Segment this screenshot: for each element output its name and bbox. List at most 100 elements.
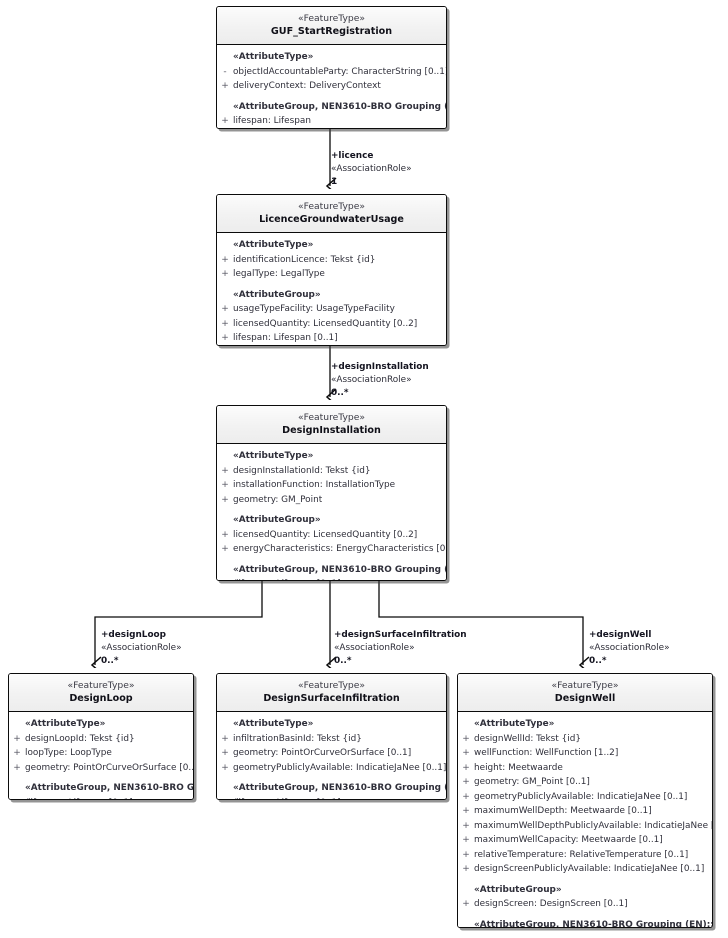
attribute-signature: designScreenPubliclyAvailable: Indicatie… (474, 864, 705, 874)
association-label-assoc-designinstallation[interactable]: +designInstallation«AssociationRole»0..* (331, 361, 429, 400)
attribute-visibility: + (462, 806, 470, 816)
attribute-row[interactable]: +geometry: GM_Point (217, 493, 446, 508)
association-label-assoc-designwell[interactable]: +designWell«AssociationRole»0..* (589, 629, 670, 668)
attribute-visibility: + (221, 333, 229, 343)
association-role-name: +licence (331, 151, 374, 161)
attribute-group-label: «AttributeType» (25, 719, 106, 729)
attribute-signature: relativeTemperature: RelativeTemperature… (474, 849, 689, 860)
uml-class-designwell[interactable]: «FeatureType»DesignWell«AttributeType»+d… (457, 673, 713, 928)
attribute-row[interactable]: +installationFunction: InstallationType (217, 478, 446, 493)
attribute-row[interactable]: +loopType: LoopType (9, 746, 193, 761)
class-stereotype: «FeatureType» (297, 13, 366, 24)
attribute-visibility: + (221, 269, 229, 279)
attribute-row[interactable]: +geometry: PointOrCurveOrSurface [0..1] (217, 746, 446, 761)
association-label-assoc-designsurfaceinfiltration[interactable]: +designSurfaceInfiltration«AssociationRo… (334, 629, 467, 668)
association-role-name: +designLoop (101, 630, 167, 640)
class-header-designsurfaceinfiltration: «FeatureType» DesignSurfaceInfiltration (217, 674, 446, 712)
attribute-row[interactable]: +designLoopId: Tekst {id} (9, 732, 193, 747)
attribute-visibility: + (221, 748, 229, 758)
attribute-signature: /lifespan: Lifespan [0..1] (233, 577, 341, 580)
attribute-row[interactable]: -objectIdAccountableParty: CharacterStri… (217, 65, 446, 80)
attribute-row[interactable]: +designWellId: Tekst {id} (458, 732, 712, 747)
attribute-signature: lifespan: Lifespan (233, 116, 311, 126)
attribute-row[interactable]: +designInstallationId: Tekst {id} (217, 464, 446, 479)
attribute-visibility: + (462, 791, 470, 802)
uml-class-designinstallation[interactable]: «FeatureType» DesignInstallation «Attribut… (216, 405, 447, 581)
attribute-row[interactable]: + relativeTemperature: RelativeTemperatur… (458, 848, 712, 863)
attribute-visibility: + (221, 733, 229, 744)
attribute-group-label: «AttributeGroup, NEN3610-BRO Grouping (E… (233, 783, 446, 793)
attribute-row[interactable]: +geometry: GM_Point [0..1] (458, 775, 712, 790)
attribute-visibility: + (462, 835, 470, 845)
attribute-row[interactable]: +/lifespan: Lifespan [0..1] (217, 577, 446, 580)
association-label-assoc-designloop[interactable]: +designLoop«AssociationRole»0..* (101, 629, 182, 668)
attribute-group-label: «AttributeType» (233, 52, 314, 62)
attribute-signature: deliveryContext: DeliveryContext (233, 81, 381, 91)
attribute-row[interactable]: + geometryPubliclyAvailable: IndicatieJaN… (458, 790, 712, 805)
attribute-row[interactable]: +geometryPubliclyAvailable: IndicatieJaN… (217, 761, 446, 776)
attribute-row[interactable]: + lifespan: Lifespan [0..1] (217, 331, 446, 345)
attribute-signature: licensedQuantity: LicensedQuantity [0..2… (233, 529, 418, 540)
class-stereotype: «FeatureType» (551, 680, 619, 691)
attribute-visibility: + (221, 494, 229, 505)
attribute-visibility: + (217, 577, 233, 580)
attribute-visibility: + (221, 529, 229, 540)
class-header-designwell: «FeatureType»DesignWell (458, 674, 712, 712)
attribute-row[interactable]: +designScreenPubliclyAvailable: Indicati… (458, 862, 712, 877)
attribute-row[interactable]: +energyCharacteristics: EnergyCharacteri… (217, 542, 446, 557)
attribute-signature: licensedQuantity: LicensedQuantity [0..2… (233, 318, 418, 329)
attribute-visibility: + (221, 304, 229, 314)
attribute-row[interactable]: +maximumWellCapacity: Meetwaarde [0..1] (458, 833, 712, 848)
attribute-row[interactable]: +/lifespan: Lifespan [0..1] (217, 796, 446, 800)
class-name: DesignSurfaceInfiltration (263, 693, 400, 704)
attribute-row[interactable]: + licensedQuantity: LicensedQuantity [0..… (217, 528, 446, 543)
attribute-visibility: + (221, 116, 229, 126)
attribute-row[interactable]: +designScreen: DesignScreen [0..1] (458, 897, 712, 912)
attribute-signature: maximumWellDepth: Meetwaarde [0..1] (474, 806, 652, 816)
uml-class-licence[interactable]: «FeatureType»LicenceGroundwaterUsage«Att… (216, 194, 447, 346)
uml-class-designloop[interactable]: «FeatureType»DesignLoop«AttributeType»+d… (8, 673, 194, 800)
attribute-visibility: + (462, 849, 470, 860)
uml-class-designsurfaceinfiltration[interactable]: «FeatureType» DesignSurfaceInfiltration «A… (216, 673, 447, 800)
attribute-row[interactable]: +usageTypeFacility: UsageTypeFacility (217, 302, 446, 317)
association-role-name: +designWell (589, 630, 652, 640)
association-label-assoc-licence[interactable]: +licence«AssociationRole»1 (331, 150, 412, 189)
attribute-row[interactable]: +deliveryContext: DeliveryContext (217, 79, 446, 94)
attribute-row[interactable]: +infiltrationBasinId: Tekst {id} (217, 732, 446, 747)
attribute-row[interactable]: +legalType: LegalType (217, 267, 446, 282)
class-name: DesignInstallation (282, 425, 381, 436)
attribute-signature: /lifespan: Lifespan [0..1] (25, 796, 133, 800)
association-stereotype: «AssociationRole» (331, 375, 412, 385)
attribute-row[interactable]: + maximumWellDepth: Meetwaarde [0..1] (458, 804, 712, 819)
attribute-signature: wellFunction: WellFunction [1..2] (474, 748, 619, 758)
attribute-row[interactable]: + lifespan: Lifespan (217, 114, 446, 128)
class-stereotype: «FeatureType» (67, 680, 135, 691)
attribute-visibility: + (221, 254, 229, 265)
class-name: LicenceGroundwaterUsage (259, 214, 404, 225)
association-multiplicity: 0..* (589, 656, 607, 666)
uml-class-guf[interactable]: «FeatureType»GUF_StartRegistration«Attri… (216, 6, 447, 129)
attribute-signature: loopType: LoopType (25, 748, 112, 758)
association-multiplicity: 0..* (334, 656, 352, 666)
attribute-row[interactable]: + wellFunction: WellFunction [1..2] (458, 746, 712, 761)
attribute-visibility: + (462, 748, 470, 758)
attribute-visibility: + (13, 762, 21, 773)
attribute-signature: /lifespan: Lifespan [0..1] (233, 796, 341, 800)
attribute-signature: geometryPubliclyAvailable: IndicatieJaNe… (474, 791, 688, 802)
attribute-row[interactable]: +licensedQuantity: LicensedQuantity [0..… (217, 317, 446, 332)
attribute-group-label: «AttributeGroup» (233, 515, 321, 525)
attribute-signature: geometry: PointOrCurveOrSurface [0..1] (25, 762, 193, 773)
attribute-row[interactable]: + geometry: PointOrCurveOrSurface [0..1] (9, 761, 193, 776)
attribute-row[interactable]: +identificationLicence: Tekst {id} (217, 253, 446, 268)
attribute-row[interactable]: +/lifespan: Lifespan [0..1] (9, 796, 193, 800)
class-stereotype: «FeatureType» (297, 412, 366, 423)
attribute-group-label: «AttributeGroup, NEN3610-BRO Groupin… (25, 783, 193, 793)
attribute-signature: geometry: GM_Point [0..1] (474, 777, 590, 787)
class-stereotype: «FeatureType» (297, 680, 366, 691)
attribute-signature: lifespan: Lifespan [0..1] (233, 333, 338, 343)
attribute-row[interactable]: +height: Meetwaarde (458, 761, 712, 776)
attribute-row[interactable]: +maximumWellDepthPubliclyAvailable: Indi… (458, 819, 712, 834)
attribute-signature: designLoopId: Tekst {id} (25, 733, 135, 744)
class-body-guf: «AttributeType» -objectIdAccountableParty… (217, 45, 446, 128)
